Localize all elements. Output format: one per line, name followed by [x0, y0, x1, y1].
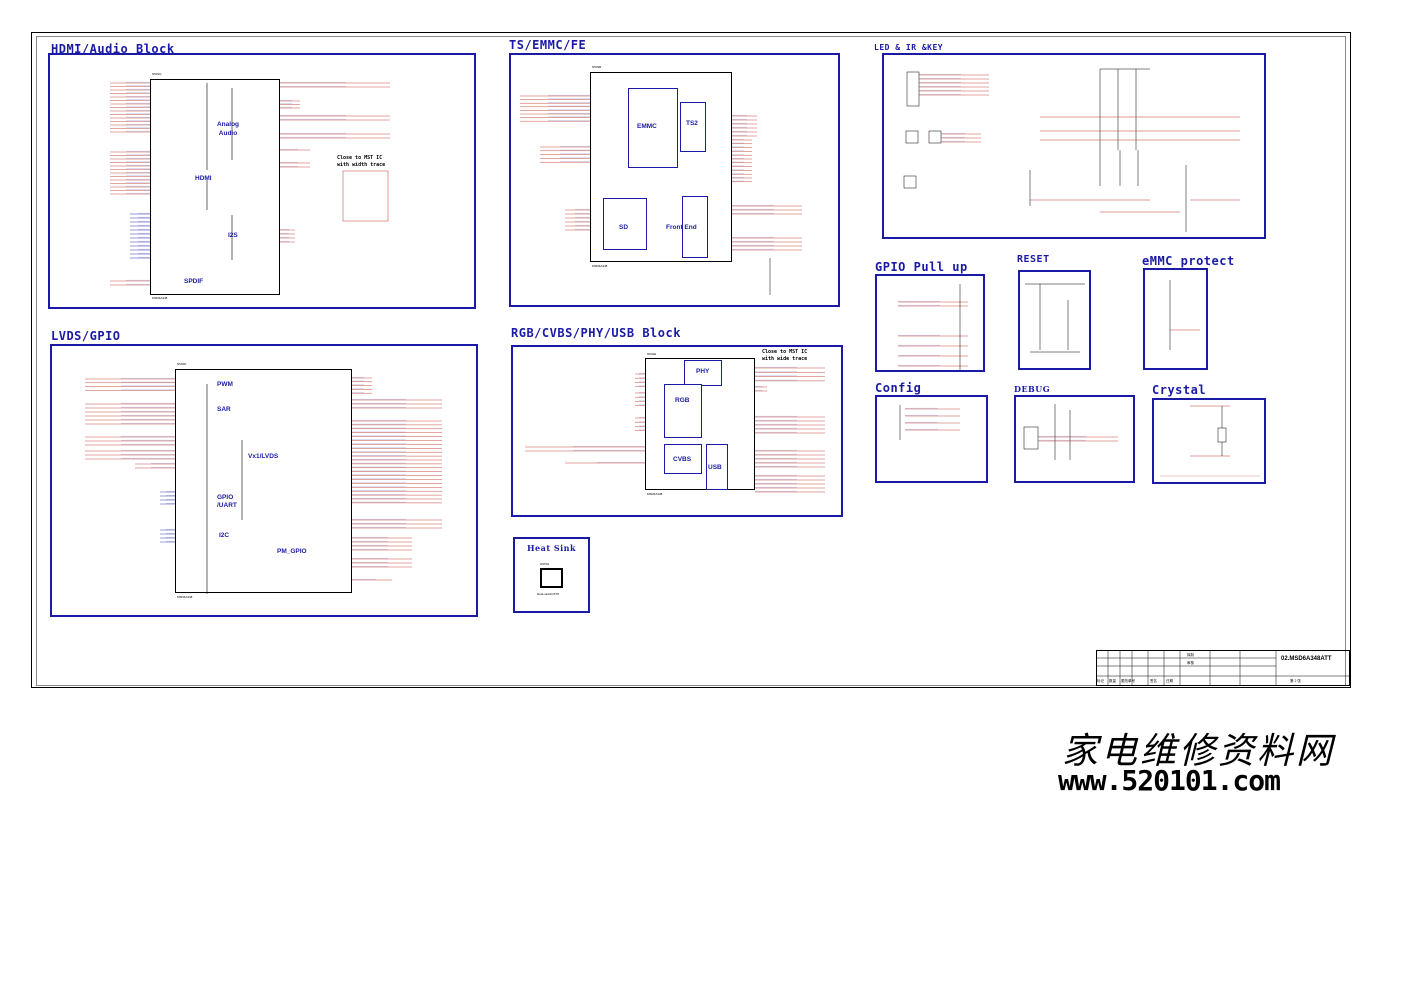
- heat-sink-block: [513, 537, 590, 613]
- tb-draft-label: 拟制: [1187, 653, 1194, 657]
- ts2-subblock: [680, 102, 706, 152]
- lvds-gpio-block: [50, 344, 478, 617]
- front-end-subblock: [682, 196, 708, 258]
- hdmi-audio-block-title: HDMI/Audio Block: [51, 42, 175, 56]
- analog-audio-label: Analog Audio: [216, 121, 240, 137]
- config-title: Config: [875, 381, 922, 395]
- rgb-chip-ref: N501E: [647, 352, 657, 356]
- lvds-chip-body: [175, 369, 352, 593]
- tb-sheet-number: 第 2 张: [1290, 679, 1301, 683]
- pm-gpio-label: PM_GPIO: [277, 548, 307, 555]
- emmc-subblock: [628, 88, 678, 168]
- i2s-label: I2S: [228, 232, 238, 239]
- tb-row-date: 日期: [1166, 679, 1173, 683]
- rgb-subblock: [664, 384, 702, 438]
- i2c-label: I2C: [219, 532, 230, 539]
- config-block: [875, 395, 988, 483]
- ts2-label: TS2: [686, 120, 698, 127]
- rgb-chip-part: MSD6A348: [647, 492, 663, 496]
- ts-chip-ref: N501B: [592, 65, 602, 69]
- drawing-number: 02.MSD6A348ATT: [1281, 656, 1332, 662]
- debug-block: [1014, 395, 1135, 483]
- watermark-chinese: 家电维修资料网: [1062, 731, 1336, 772]
- rgb-label: RGB: [675, 397, 690, 404]
- debug-title: DEBUG: [1014, 384, 1051, 394]
- heat-sink-part-body: [540, 568, 563, 588]
- emmc-label: EMMC: [637, 123, 657, 130]
- heat-sink-part: Heat-sink2OX78: [537, 592, 560, 596]
- usb-subblock: [706, 444, 728, 490]
- lvds-chip-ref: N501D: [177, 362, 187, 366]
- gpio-uart-label: GPIO /UART: [217, 494, 237, 509]
- phy-label: PHY: [696, 368, 710, 375]
- title-block: [1096, 650, 1350, 686]
- hdmi-chip-ref: N501G: [152, 72, 162, 76]
- schematic-sheet-border: [31, 32, 1351, 688]
- ts-emmc-fe-block: [509, 53, 840, 307]
- crystal-block: [1152, 398, 1266, 484]
- hdmi-chip-body: [150, 79, 280, 295]
- rgb-trace-note: Close to MST IC with wide trace: [762, 349, 808, 362]
- cvbs-subblock: [664, 444, 702, 474]
- hdmi-trace-note: Close to MST IC with width trace: [337, 155, 386, 168]
- reset-title: RESET: [1017, 254, 1050, 265]
- ts-emmc-fe-title: TS/EMMC/FE: [509, 38, 587, 52]
- tb-row-sign: 签名: [1150, 679, 1157, 683]
- ts-chip-part: MSD6A348: [592, 264, 608, 268]
- gpio-pullup-block: [875, 274, 985, 372]
- watermark-url: www.520101.com: [1058, 764, 1281, 797]
- lvds-chip-part: MSD6A348: [177, 595, 193, 599]
- led-ir-key-block: [882, 53, 1266, 239]
- front-end-label: Front End: [666, 224, 697, 231]
- led-ir-key-title: LED & IR &KEY: [874, 43, 944, 52]
- heat-sink-title: Heat Sink: [527, 543, 576, 553]
- tb-row-qty: 数量: [1109, 679, 1116, 683]
- heat-sink-ref: HS501: [540, 562, 550, 566]
- hdmi-audio-block: [48, 53, 476, 309]
- schematic-inner-border: [36, 36, 1346, 686]
- pwm-label: PWM: [217, 381, 233, 388]
- sar-label: SAR: [217, 406, 231, 413]
- rgb-cvbs-usb-title: RGB/CVBS/PHY/USB Block: [511, 326, 681, 340]
- tb-row-change: 更改单号: [1121, 679, 1135, 683]
- hdmi-label: HDMI: [195, 175, 212, 182]
- sd-subblock: [603, 198, 647, 250]
- rgb-cvbs-usb-block: [511, 345, 843, 517]
- phy-subblock: [684, 360, 722, 386]
- reset-block: [1018, 270, 1091, 370]
- usb-label: USB: [708, 464, 722, 471]
- lvds-gpio-title: LVDS/GPIO: [51, 329, 121, 343]
- spdif-label: SPDIF: [184, 278, 204, 285]
- hdmi-chip-part: MSD6A348: [152, 296, 168, 300]
- tb-review-label: 审核: [1187, 661, 1194, 665]
- vx1-lvds-label: Vx1/LVDS: [248, 453, 279, 460]
- gpio-pullup-title: GPIO Pull up: [875, 260, 968, 274]
- emmc-protect-title: eMMC protect: [1142, 254, 1235, 268]
- cvbs-label: CVBS: [673, 456, 692, 463]
- tb-row-mark: 标记: [1097, 679, 1104, 683]
- crystal-title: Crystal: [1152, 383, 1207, 397]
- emmc-protect-block: [1143, 268, 1208, 370]
- sd-label: SD: [619, 224, 629, 231]
